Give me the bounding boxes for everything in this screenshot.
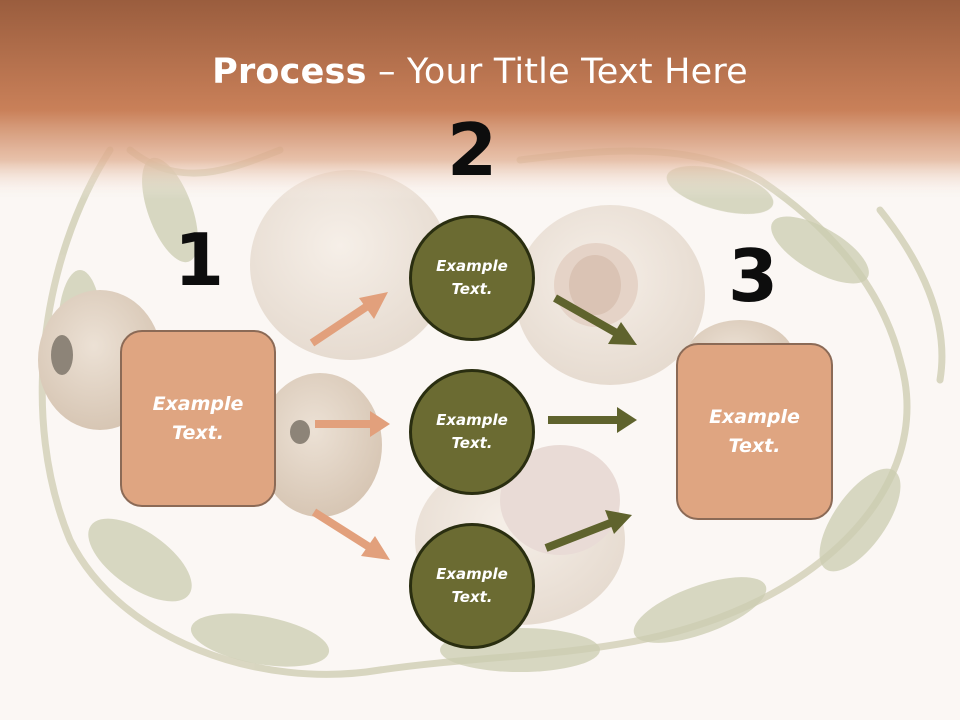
arrow-right-up: [544, 518, 615, 552]
arrow-left-mid-head: [370, 411, 390, 437]
title-bold: Process: [212, 52, 367, 92]
step-number-1: 1: [173, 218, 225, 302]
arrow-right-down-head: [608, 322, 637, 345]
arrow-right-up-head: [605, 510, 632, 534]
circle-bottom-label: Example Text.: [436, 565, 508, 606]
arrow-left-up: [309, 299, 375, 347]
circle-middle-label: Example Text.: [436, 411, 508, 452]
step-box-3[interactable]: Example Text.: [676, 343, 833, 520]
circle-top[interactable]: Example Text.: [409, 215, 535, 341]
arrow-left-down: [311, 508, 377, 554]
circle-bottom[interactable]: Example Text.: [409, 523, 535, 649]
step-box-1-label: Example Text.: [152, 392, 244, 444]
circle-middle[interactable]: Example Text.: [409, 369, 535, 495]
arrow-left-up-head: [359, 292, 388, 319]
circle-top-label: Example Text.: [436, 257, 508, 298]
step-number-2: 2: [446, 108, 498, 192]
arrow-right-mid-head: [617, 407, 637, 433]
arrow-right-down: [553, 294, 622, 339]
arrow-left-down-head: [361, 536, 390, 560]
title-rest: – Your Title Text Here: [366, 52, 748, 92]
step-box-3-label: Example Text.: [709, 405, 800, 457]
step-box-1[interactable]: Example Text.: [120, 330, 276, 507]
step-number-3: 3: [727, 234, 779, 318]
slide-title: Process – Your Title Text Here: [0, 52, 960, 92]
